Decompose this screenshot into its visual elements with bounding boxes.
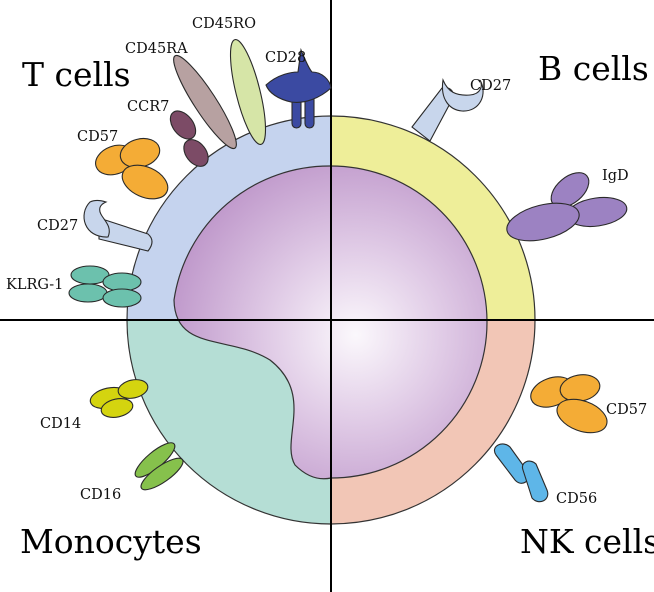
cd56-receptor [494, 443, 549, 503]
ccr7-receptor [169, 110, 209, 167]
ccr7-label: CCR7 [127, 99, 169, 115]
cd28-label: CD28 [265, 50, 306, 66]
cd45ro-receptor [229, 38, 267, 146]
b-cells-title: B cells [538, 49, 649, 88]
t-cd57-receptor [95, 137, 169, 200]
cd28-receptor [265, 47, 332, 129]
nk-cd57-label: CD57 [606, 402, 647, 418]
monocytes-title: Monocytes [20, 522, 202, 561]
cd14-receptor [89, 379, 149, 418]
t-cd57-label: CD57 [77, 129, 118, 145]
cd16-label: CD16 [80, 487, 121, 503]
cd16-receptor [134, 442, 184, 491]
b-cd27-label: CD27 [470, 78, 511, 94]
t-cells-title: T cells [22, 55, 131, 94]
t-cd27-receptor [83, 199, 153, 252]
klrg1-label: KLRG-1 [6, 277, 63, 293]
igd-label: IgD [602, 168, 629, 184]
b-cd27-receptor [411, 77, 484, 142]
igd-receptor [506, 172, 628, 242]
cd14-label: CD14 [40, 416, 81, 432]
cd56-label: CD56 [556, 491, 597, 507]
cd45ra-label: CD45RA [125, 41, 188, 57]
t-cd27-label: CD27 [37, 218, 78, 234]
nk-cd57-receptor [530, 374, 608, 434]
klrg1-receptor [68, 265, 142, 308]
cd45ra-receptor [173, 54, 237, 150]
cd45ro-label: CD45RO [192, 16, 256, 32]
nk-cells-title: NK cells [520, 522, 654, 561]
